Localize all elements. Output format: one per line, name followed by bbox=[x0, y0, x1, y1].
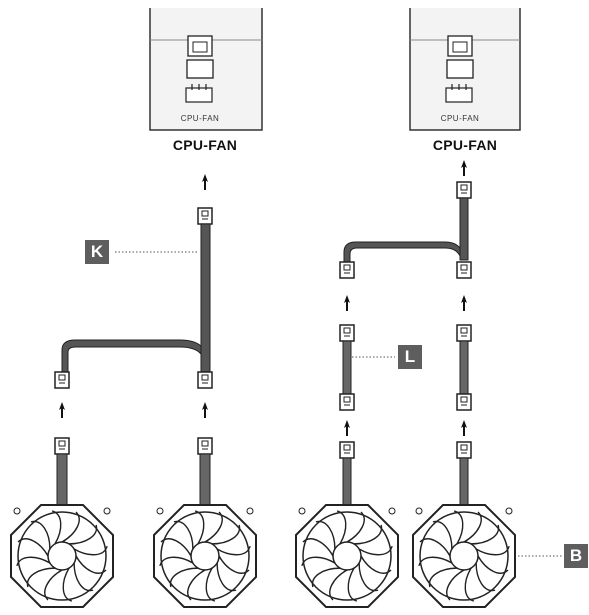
connector-icon bbox=[197, 437, 213, 455]
pcb-silkscreen-right: CPU-FAN bbox=[441, 114, 480, 123]
connector-icon bbox=[339, 324, 355, 342]
fan-header-connector-icon bbox=[445, 35, 474, 103]
pcb-silkscreen-left: CPU-FAN bbox=[181, 114, 220, 123]
arrow-up-icon bbox=[460, 419, 468, 437]
fan-cable bbox=[456, 441, 472, 511]
connector-icon bbox=[456, 441, 472, 459]
connector-icon bbox=[456, 393, 472, 411]
callout-badge-k: K bbox=[85, 240, 109, 264]
fan-icon bbox=[10, 504, 114, 608]
fan-icon bbox=[295, 504, 399, 608]
connector-icon bbox=[54, 371, 70, 389]
fan-cable bbox=[197, 437, 213, 511]
arrow-up-icon bbox=[58, 401, 66, 419]
extension-cable-l bbox=[339, 324, 355, 411]
fan-icon bbox=[153, 504, 257, 608]
connector-icon bbox=[339, 393, 355, 411]
connector-icon bbox=[54, 437, 70, 455]
connector-icon bbox=[197, 207, 213, 225]
arrow-up-icon bbox=[343, 419, 351, 437]
connector-icon bbox=[456, 181, 472, 199]
fan-cable bbox=[54, 437, 70, 511]
callout-badge-l: L bbox=[398, 345, 422, 369]
motherboard-right: CPU-FAN bbox=[409, 8, 521, 131]
connector-icon bbox=[339, 261, 355, 279]
fan-cable bbox=[339, 441, 355, 511]
arrow-up-icon bbox=[460, 294, 468, 312]
connector-icon bbox=[339, 441, 355, 459]
splitter-cable-right bbox=[339, 159, 472, 279]
connector-icon bbox=[456, 324, 472, 342]
motherboard-left: CPU-FAN bbox=[149, 8, 263, 131]
arrow-up-icon bbox=[343, 294, 351, 312]
cpu-fan-header-label-right: CPU-FAN bbox=[432, 137, 498, 153]
connector-icon bbox=[456, 261, 472, 279]
connector-icon bbox=[197, 371, 213, 389]
arrow-up-icon bbox=[201, 401, 209, 419]
arrow-up-icon bbox=[201, 173, 209, 191]
splitter-cable-k bbox=[54, 173, 213, 389]
callout-badge-b: B bbox=[564, 544, 588, 568]
cpu-fan-header-label-left: CPU-FAN bbox=[172, 137, 238, 153]
arrow-up-icon bbox=[460, 159, 468, 177]
fan-header-connector-icon bbox=[185, 35, 214, 103]
extension-cable-l bbox=[456, 324, 472, 411]
fan-icon bbox=[412, 504, 516, 608]
